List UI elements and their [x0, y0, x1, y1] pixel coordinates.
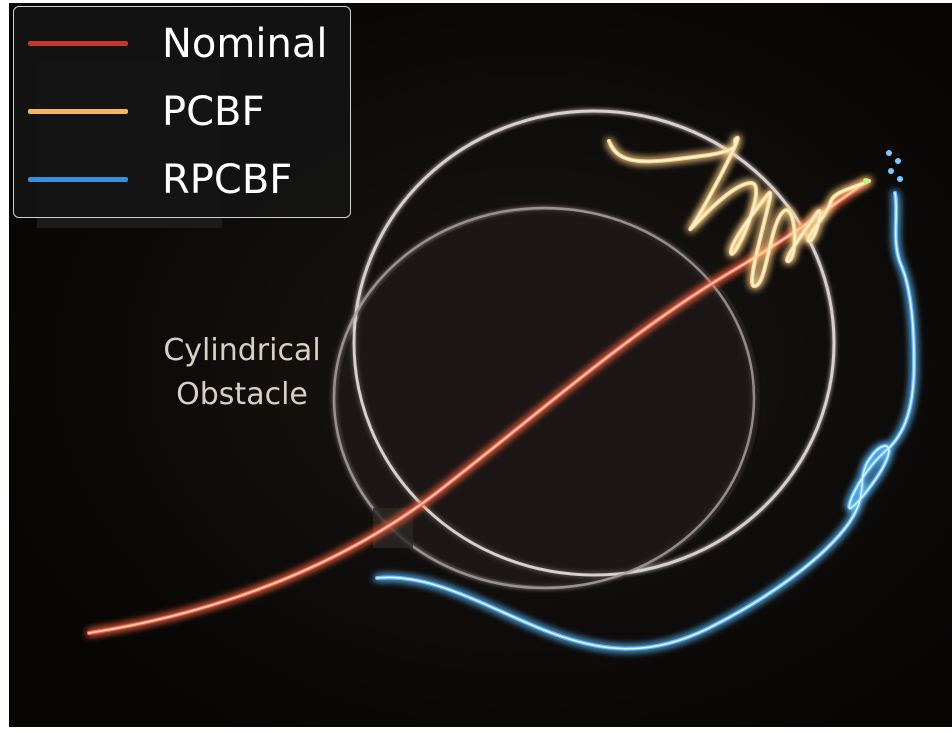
cylindrical-obstacle	[332, 109, 836, 590]
goal-marker-green	[863, 178, 869, 184]
obstacle-label-line1: Cylindrical	[163, 333, 321, 368]
rpcbf-trajectory-core	[376, 192, 915, 650]
legend-item-pcbf: PCBF	[14, 87, 350, 137]
photo-frame: Nominal PCBF RPCBF Cylindrical Obstacle	[9, 3, 952, 727]
obstacle-label-line2: Obstacle	[176, 377, 308, 412]
legend-label-pcbf: PCBF	[162, 89, 265, 135]
nominal-trajectory-core	[88, 180, 868, 634]
legend-swatch-nominal	[28, 41, 128, 46]
obstacle-top-rim	[352, 109, 836, 577]
pcbf-trajectory-core	[608, 137, 870, 287]
goal-marker-blue	[886, 150, 903, 182]
legend-swatch-rpcbf	[28, 177, 128, 182]
obstacle-bottom-rim	[332, 206, 756, 590]
legend-item-nominal: Nominal	[14, 19, 350, 69]
legend-swatch-pcbf	[28, 109, 128, 114]
legend-label-nominal: Nominal	[162, 21, 328, 67]
obstacle-shadow-disc	[339, 210, 759, 586]
legend: Nominal PCBF RPCBF	[13, 6, 351, 218]
obstacle-label: Cylindrical Obstacle	[147, 329, 337, 417]
legend-item-rpcbf: RPCBF	[14, 155, 350, 205]
legend-label-rpcbf: RPCBF	[162, 157, 293, 203]
